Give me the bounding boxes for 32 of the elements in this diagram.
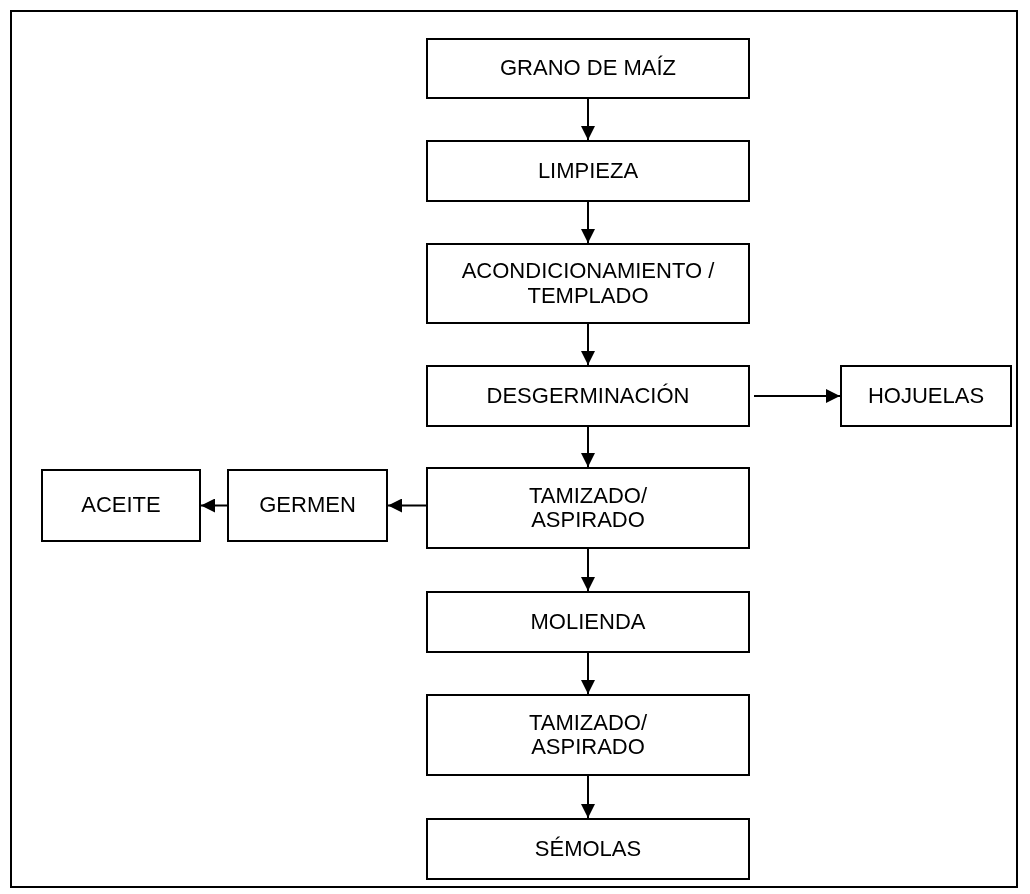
process-box [426, 365, 750, 427]
arrow [753, 389, 841, 403]
step-label: GERMEN [259, 493, 356, 518]
arrow [581, 652, 595, 695]
process-box [426, 243, 750, 324]
process-box [426, 818, 750, 880]
process-box [426, 591, 750, 653]
arrow [387, 498, 427, 513]
arrow [581, 548, 595, 592]
arrow [581, 426, 595, 468]
arrow [581, 775, 595, 819]
step-label: GRANO DE MAÍZ [500, 56, 676, 81]
process-box [840, 365, 1012, 427]
process-box [426, 467, 750, 549]
process-box [227, 469, 388, 542]
step-label: TAMIZADO/ ASPIRADO [527, 483, 649, 533]
step-label: ACEITE [81, 493, 161, 518]
step-label: MOLIENDA [530, 609, 646, 635]
arrow [581, 98, 595, 141]
step-label: SÉMOLAS [534, 836, 642, 862]
process-box [426, 694, 750, 776]
arrow [581, 201, 595, 244]
step-label: ACONDICIONAMIENTO / TEMPLADO [460, 259, 716, 308]
arrow [581, 323, 595, 366]
step-label: HOJUELAS [867, 383, 985, 409]
step-label: DESGERMINACIÓN [486, 383, 690, 409]
step-label: TAMIZADO/ ASPIRADO [527, 710, 649, 760]
step-label: LIMPIEZA [537, 158, 639, 184]
process-box [426, 140, 750, 202]
arrow [200, 498, 228, 513]
process-box [41, 469, 201, 542]
process-box [426, 38, 750, 99]
